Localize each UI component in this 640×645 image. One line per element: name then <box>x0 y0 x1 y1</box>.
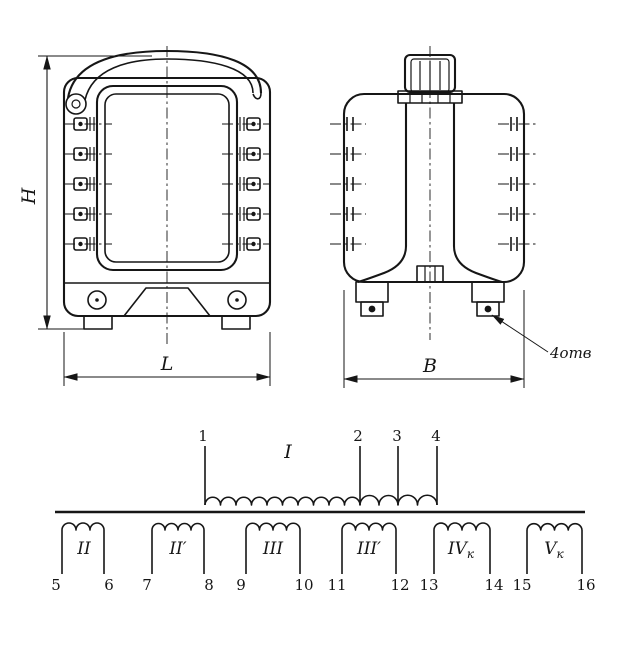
terminal-mark <box>330 207 366 221</box>
side-feet <box>355 281 505 317</box>
side-terminals-right <box>498 117 536 251</box>
terminal-mark <box>498 117 536 131</box>
terminal-number-16: 16 <box>576 576 595 594</box>
terminal-bolt <box>222 207 270 221</box>
terminal-bolt <box>64 207 112 221</box>
secondary-winding-III: III 9 10 <box>236 522 314 594</box>
terminal-number-9: 9 <box>236 576 246 594</box>
coil-column <box>357 103 503 284</box>
terminal-bolt <box>64 237 112 251</box>
front-terminals-left <box>64 117 112 251</box>
terminal-bolt <box>222 147 270 161</box>
terminal-mark <box>330 177 366 191</box>
dim-label-H: H <box>18 187 40 205</box>
front-base <box>64 282 270 330</box>
side-body-outline <box>342 92 526 284</box>
holes-note-label: 4отв <box>549 344 592 362</box>
terminal-number-13: 13 <box>419 576 438 594</box>
side-view: 4отв B <box>330 46 592 388</box>
holes-callout: 4отв <box>491 314 592 362</box>
dimension-height: H <box>18 55 152 330</box>
winding-label: IVк <box>447 539 475 561</box>
winding-label: III <box>262 539 283 559</box>
dimension-length: L <box>63 332 271 386</box>
lifting-strap <box>65 49 263 115</box>
terminal-number-3: 3 <box>392 427 402 445</box>
strap-eye <box>65 93 87 115</box>
dim-label-B: B <box>422 355 437 377</box>
foot-left <box>83 315 113 330</box>
terminal-mark <box>498 177 536 191</box>
front-view: H L <box>18 46 272 386</box>
terminal-mark <box>330 237 366 251</box>
winding-label: II′ <box>168 539 186 559</box>
mount-hole-right <box>484 305 492 313</box>
foot-right <box>221 315 251 330</box>
terminal-bolt <box>64 147 112 161</box>
winding-schematic: 1 2 3 4 I II 5 6 II′ 7 8 <box>51 427 595 594</box>
winding-label: III′ <box>356 539 381 559</box>
primary-winding-label: I <box>283 441 292 463</box>
terminal-mark <box>498 207 536 221</box>
terminal-bolt <box>64 177 112 191</box>
terminal-number-14: 14 <box>484 576 503 594</box>
base-bolt-right <box>227 290 247 310</box>
mount-hole-left <box>368 305 376 313</box>
secondary-winding-III-prime: III′ 11 12 <box>327 522 410 594</box>
terminal-number-7: 7 <box>142 576 152 594</box>
terminal-number-10: 10 <box>294 576 313 594</box>
terminal-bolt <box>64 117 112 131</box>
terminal-number-8: 8 <box>204 576 214 594</box>
terminal-number-15: 15 <box>512 576 531 594</box>
terminal-number-4: 4 <box>431 427 441 445</box>
terminal-number-5: 5 <box>51 576 61 594</box>
side-terminals-left <box>330 117 366 251</box>
winding-label: II <box>76 539 91 559</box>
dimension-width: B <box>343 290 525 388</box>
terminal-number-12: 12 <box>390 576 409 594</box>
secondary-winding-II-prime: II′ 7 8 <box>142 522 214 594</box>
terminal-number-2: 2 <box>353 427 363 445</box>
terminal-mark <box>330 147 366 161</box>
terminal-mark <box>498 147 536 161</box>
dim-label-L: L <box>160 353 174 375</box>
secondary-winding-Vk: Vк 15 16 <box>512 522 596 594</box>
winding-label: Vк <box>544 539 564 561</box>
strap-eye-hole <box>71 99 81 109</box>
terminal-bolt <box>222 117 270 131</box>
terminal-number-11: 11 <box>327 576 346 594</box>
terminal-bolt <box>222 177 270 191</box>
terminal-number-6: 6 <box>104 576 114 594</box>
terminal-mark <box>498 237 536 251</box>
terminal-mark <box>330 117 366 131</box>
terminal-number-1: 1 <box>198 427 208 445</box>
base-bolt-left <box>87 290 107 310</box>
secondary-winding-IVk: IVк 13 14 <box>419 522 504 594</box>
front-terminals-right <box>222 117 270 251</box>
primary-coil <box>204 494 438 506</box>
terminal-bolt <box>222 237 270 251</box>
secondary-winding-II: II 5 6 <box>51 522 114 594</box>
